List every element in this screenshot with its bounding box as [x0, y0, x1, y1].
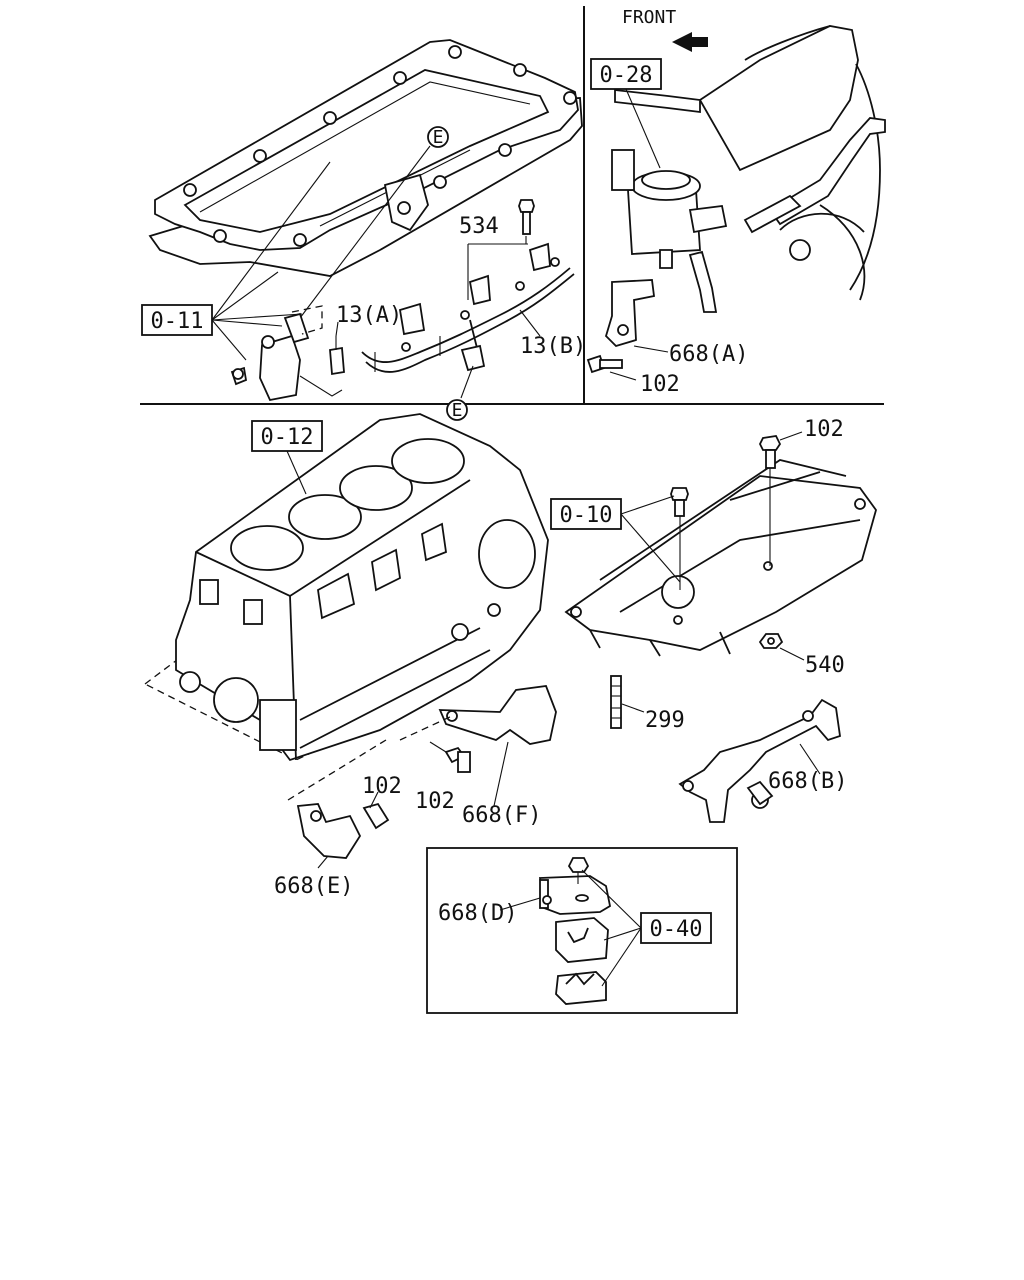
wiring-harness-13b: [361, 242, 575, 373]
label-668b: 668(B): [768, 769, 847, 794]
label-668f: 668(F): [462, 803, 541, 828]
label-102-top: 102: [640, 372, 680, 397]
svg-text:0-10: 0-10: [560, 503, 613, 528]
marker-e-top: E: [299, 126, 449, 319]
bolt-0-10: [670, 487, 689, 590]
leader-668a: [633, 345, 669, 353]
ref-box-0-10: 0-10: [550, 495, 681, 583]
bolt-102-mid: [429, 741, 471, 773]
frame-plate-illustration: [564, 459, 877, 657]
label-534: 534: [459, 214, 499, 239]
ref-box-0-12: 0-12: [251, 420, 323, 495]
label-13a: 13(A): [336, 303, 402, 328]
marker-e-bottom: E: [446, 365, 474, 421]
label-668e: 668(E): [274, 874, 353, 899]
ref-box-0-40: 0-40: [581, 869, 712, 987]
leader-13b: [519, 309, 541, 337]
svg-text:0-28: 0-28: [600, 63, 653, 88]
front-label: FRONT: [622, 7, 676, 28]
oil-pan-illustration: [148, 39, 583, 277]
label-102-right: 102: [804, 417, 844, 442]
sensor-assembly: [230, 305, 343, 402]
bolt-102-right: [758, 431, 803, 566]
leader-13a: [335, 321, 339, 337]
svg-text:E: E: [452, 400, 463, 421]
connector-13a: [329, 336, 345, 376]
stud-299: [610, 675, 645, 729]
front-arrow-icon: [672, 32, 708, 52]
cylinder-block-illustration: [143, 413, 549, 762]
label-668a: 668(A): [669, 342, 748, 367]
svg-text:0-12: 0-12: [261, 425, 314, 450]
nut-540: [758, 633, 805, 661]
label-668d: 668(D): [438, 901, 517, 926]
leader-668f: [493, 741, 509, 807]
bracket-668b: [678, 698, 841, 823]
label-540: 540: [805, 653, 845, 678]
label-102-low: 102: [362, 774, 402, 799]
label-299: 299: [645, 708, 685, 733]
ref-box-0-11: 0-11: [141, 161, 331, 361]
svg-text:0-40: 0-40: [650, 917, 703, 942]
leader-668d: [499, 897, 541, 911]
vacuum-pump-illustration: [586, 25, 886, 381]
label-102-mid: 102: [415, 789, 455, 814]
bracket-668e: [287, 739, 390, 869]
ref-box-0-28: 0-28: [590, 58, 662, 169]
mount-illustration: [538, 857, 612, 1005]
bolt-534: [467, 199, 535, 300]
svg-text:E: E: [433, 127, 444, 148]
label-13b: 13(B): [520, 334, 586, 359]
bracket-668f: [399, 685, 557, 745]
svg-text:0-11: 0-11: [151, 309, 204, 334]
